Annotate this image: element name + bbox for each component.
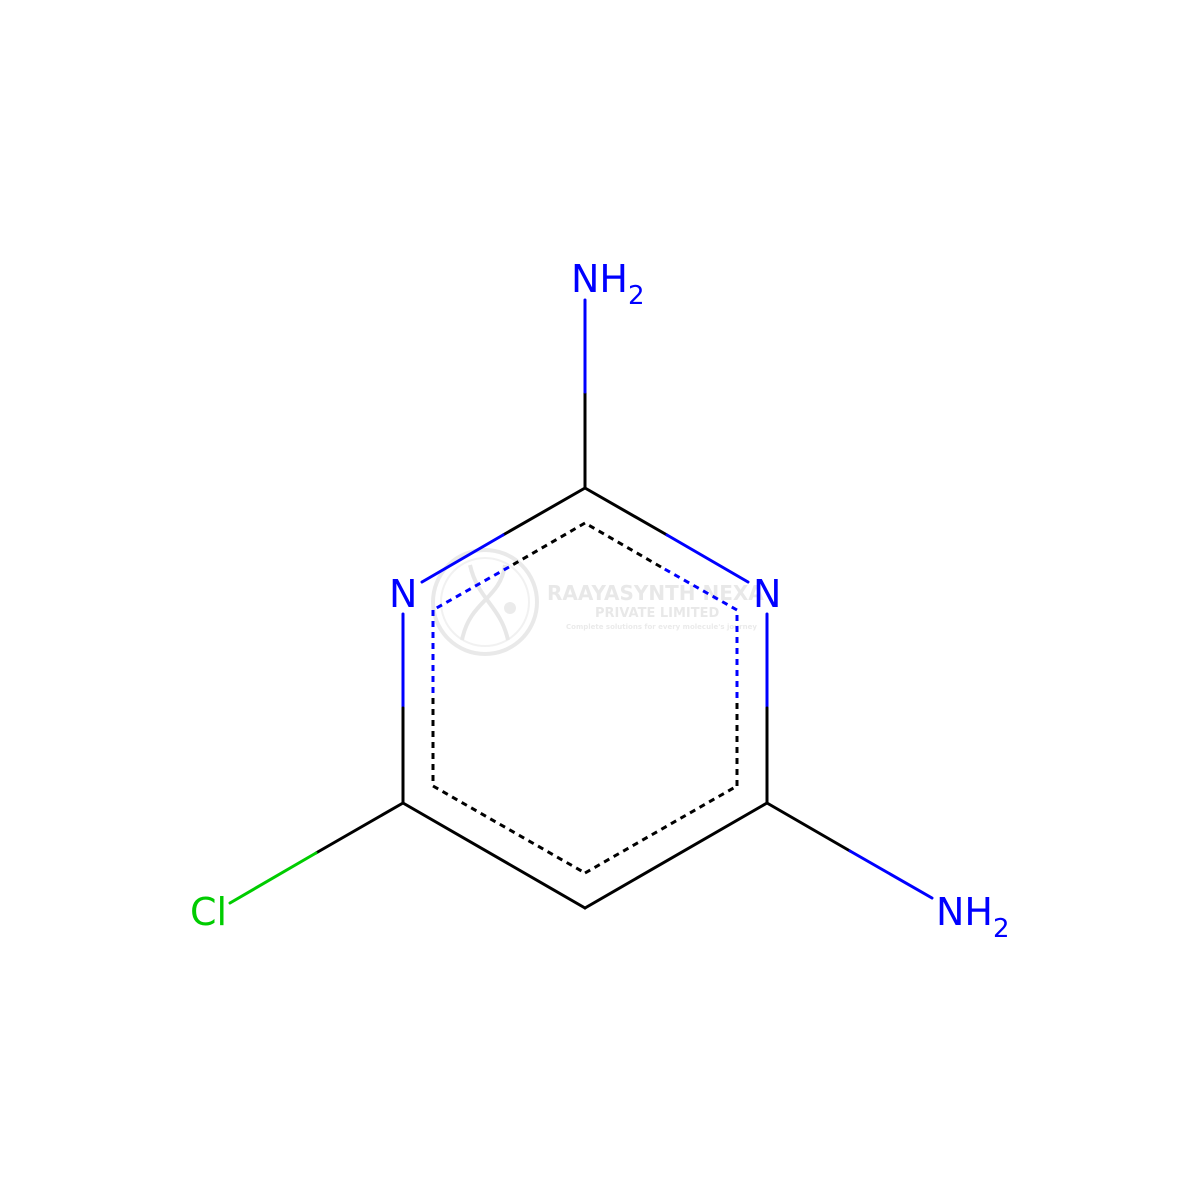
watermark-tagline: Complete solutions for every molecule's … xyxy=(566,623,757,631)
atom-chlorine: Cl xyxy=(190,890,227,934)
bond-c6-nh2-n xyxy=(848,849,934,900)
atom-top-amine-symbol: NH xyxy=(571,257,628,301)
watermark: RAAYASYNTH NEXA PRIVATE LIMITED Complete… xyxy=(431,548,764,656)
bond-c2-n1 xyxy=(583,486,669,537)
watermark-logo-icon xyxy=(431,548,539,656)
atom-top-amine-subscript: 2 xyxy=(628,281,645,311)
aromatic-c5-c6 xyxy=(584,784,738,875)
atom-right-amine: NH2 xyxy=(936,890,1010,944)
aromatic-c4-c5 xyxy=(432,784,586,875)
bonds xyxy=(228,298,934,910)
bond-c4-cl-cl xyxy=(228,851,318,905)
aromatic-n1-c2 xyxy=(584,521,662,569)
atom-left-ring-nitrogen: N xyxy=(389,572,417,616)
bond-c6-nh2 xyxy=(765,801,852,853)
atom-right-ring-nitrogen: N xyxy=(753,572,781,616)
bond-c4-cl xyxy=(314,801,405,855)
aromatic-c2-n3 xyxy=(508,521,586,569)
aromatic-n1-c2-n xyxy=(660,565,738,612)
aromatic-c2-n3-n xyxy=(432,565,510,612)
bond-c2-n1-n xyxy=(665,533,750,584)
watermark-company: RAAYASYNTH NEXA xyxy=(547,581,764,605)
atom-right-amine-symbol: NH xyxy=(936,890,993,934)
atom-right-amine-subscript: 2 xyxy=(993,914,1010,944)
watermark-subtitle: PRIVATE LIMITED xyxy=(595,606,720,621)
bond-c2-n3-n xyxy=(420,533,505,584)
atom-top-amine: NH2 xyxy=(571,257,645,311)
bond-c2-n3 xyxy=(501,486,587,537)
atom-labels: NH2 N N Cl NH2 xyxy=(190,257,1010,944)
bond-c5-c6 xyxy=(583,801,769,910)
bond-c4-c5 xyxy=(401,801,587,910)
aromatic-ring xyxy=(431,521,739,875)
